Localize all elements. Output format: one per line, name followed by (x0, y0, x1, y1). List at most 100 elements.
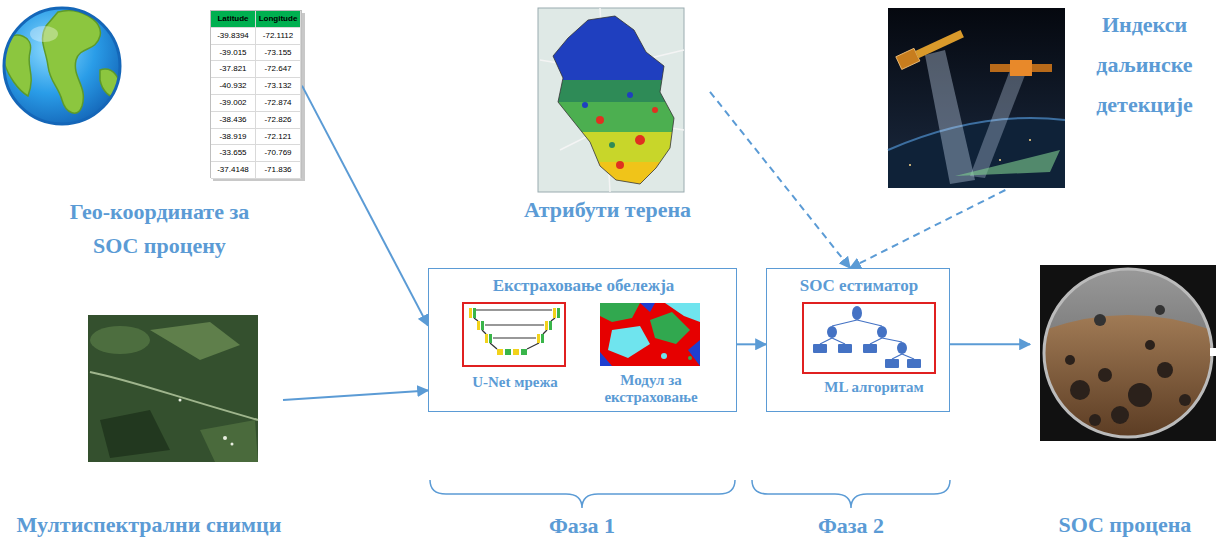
segmentation-map (640, 303, 655, 312)
satellite-image (990, 64, 1010, 72)
node-label: Модул за екстраховање (597, 372, 705, 406)
soil-image (1111, 406, 1129, 424)
decision-tree-icon (902, 354, 914, 359)
decision-tree-icon (882, 338, 902, 342)
data-table: LatitudeLongitude-39.8394-72.1112-39.015… (210, 10, 302, 178)
satellite-image (915, 30, 964, 58)
decision-tree-icon (907, 359, 921, 368)
soil-image (1157, 362, 1173, 378)
node-label: Гео-координате за SOC процену (52, 195, 267, 263)
table-cell: Longitude (256, 11, 301, 28)
table-cell: -73.132 (256, 78, 301, 95)
table-cell: -38.436 (211, 112, 256, 129)
soil-image (1155, 305, 1165, 315)
decision-tree-icon (827, 326, 837, 338)
multispectral-image (100, 410, 170, 458)
unet-diagram (474, 318, 478, 321)
process-box: SOC естиматорML алгоритам (766, 268, 950, 412)
multispectral-image (88, 315, 258, 462)
table-cell: -39.8394 (211, 28, 256, 45)
table-cell: -72.121 (256, 129, 301, 146)
soil-image (1145, 340, 1155, 350)
terrain-map (540, 10, 686, 192)
satellite-image (1010, 60, 1032, 76)
decision-tree-icon (885, 359, 899, 368)
unet-diagram (549, 321, 552, 330)
segmentation-map (600, 352, 612, 366)
unet-diagram (545, 321, 548, 330)
table-cell: -72.647 (256, 61, 301, 78)
terrain-map (540, 132, 686, 162)
terrain-map (553, 16, 674, 184)
decision-tree-icon (857, 320, 882, 326)
soil-image (1070, 380, 1090, 400)
decision-tree-icon (838, 344, 852, 353)
node-label: Индекси даљинске детекције (1082, 5, 1207, 125)
unet-diagram (551, 318, 555, 321)
unet-diagram (497, 349, 503, 355)
text-holder: SOC процена (1030, 510, 1220, 540)
satellite-image (955, 150, 1060, 176)
image-group: Мултиспектрални снимци (15, 310, 283, 545)
satellite-image (909, 164, 911, 166)
soil-image (1098, 368, 1112, 382)
soil-image (1179, 394, 1191, 406)
soil-image (1065, 340, 1191, 426)
decision-tree-icon (803, 303, 935, 373)
text-holder: Фаза 2 (791, 511, 911, 541)
unet-diagram (537, 334, 540, 343)
satellite-image (888, 8, 1065, 188)
satellite-image (888, 118, 1065, 150)
soil-image (1040, 265, 1216, 441)
unet-diagram (541, 334, 544, 343)
satellite-image (1032, 64, 1052, 72)
flow-arrow (283, 390, 428, 400)
text-holder: U-Net мрежа (464, 373, 566, 391)
terrain-map (616, 161, 624, 169)
soil-image (1094, 314, 1106, 326)
decision-tree-icon (813, 306, 921, 368)
terrain-map (609, 142, 615, 148)
globe-icon (4, 8, 120, 124)
decision-tree-icon (870, 338, 882, 344)
image-group: Индекси даљинске детекције (885, 5, 1213, 190)
unet-diagram (476, 309, 552, 310)
table-cell: -33.655 (211, 145, 256, 162)
unet-diagram (473, 308, 476, 318)
soil-image (1044, 269, 1212, 437)
flow-arrow (710, 92, 850, 268)
decision-tree-icon (820, 338, 832, 344)
globe-icon (4, 8, 120, 124)
node-label: ML алгоритам (824, 378, 923, 396)
globe-icon (4, 8, 120, 124)
unet-diagram (469, 308, 472, 318)
text-holder: Индекси даљинске детекције (1082, 5, 1207, 125)
segmentation-map (600, 303, 640, 322)
image-group: SOC процена (1030, 262, 1220, 545)
soil-image (1040, 265, 1216, 441)
terrain-map (596, 116, 604, 124)
phase-bracket (752, 480, 950, 508)
table-cell: -72.874 (256, 95, 301, 112)
table-cell: -37.821 (211, 61, 256, 78)
flow-arrow (950, 343, 1030, 345)
segmentation-map (688, 356, 692, 360)
soil-image (1210, 348, 1216, 356)
text-holder: Екстраховање обележја (429, 275, 738, 297)
satellite-image (888, 8, 1065, 188)
table-cell: -70.769 (256, 145, 301, 162)
unet-diagram (489, 334, 492, 343)
flow-arrow (737, 343, 766, 345)
table-cell: Latitude (211, 11, 256, 28)
decision-tree-icon (863, 344, 877, 353)
table-cell: -73.155 (256, 45, 301, 62)
multispectral-image (231, 443, 234, 446)
satellite-image (896, 27, 965, 69)
soil-image (1044, 315, 1212, 440)
text-holder: Мултиспектрални снимци (15, 510, 283, 540)
process-module: Модул за екстраховање (597, 304, 705, 410)
phase-bracket (430, 480, 950, 508)
